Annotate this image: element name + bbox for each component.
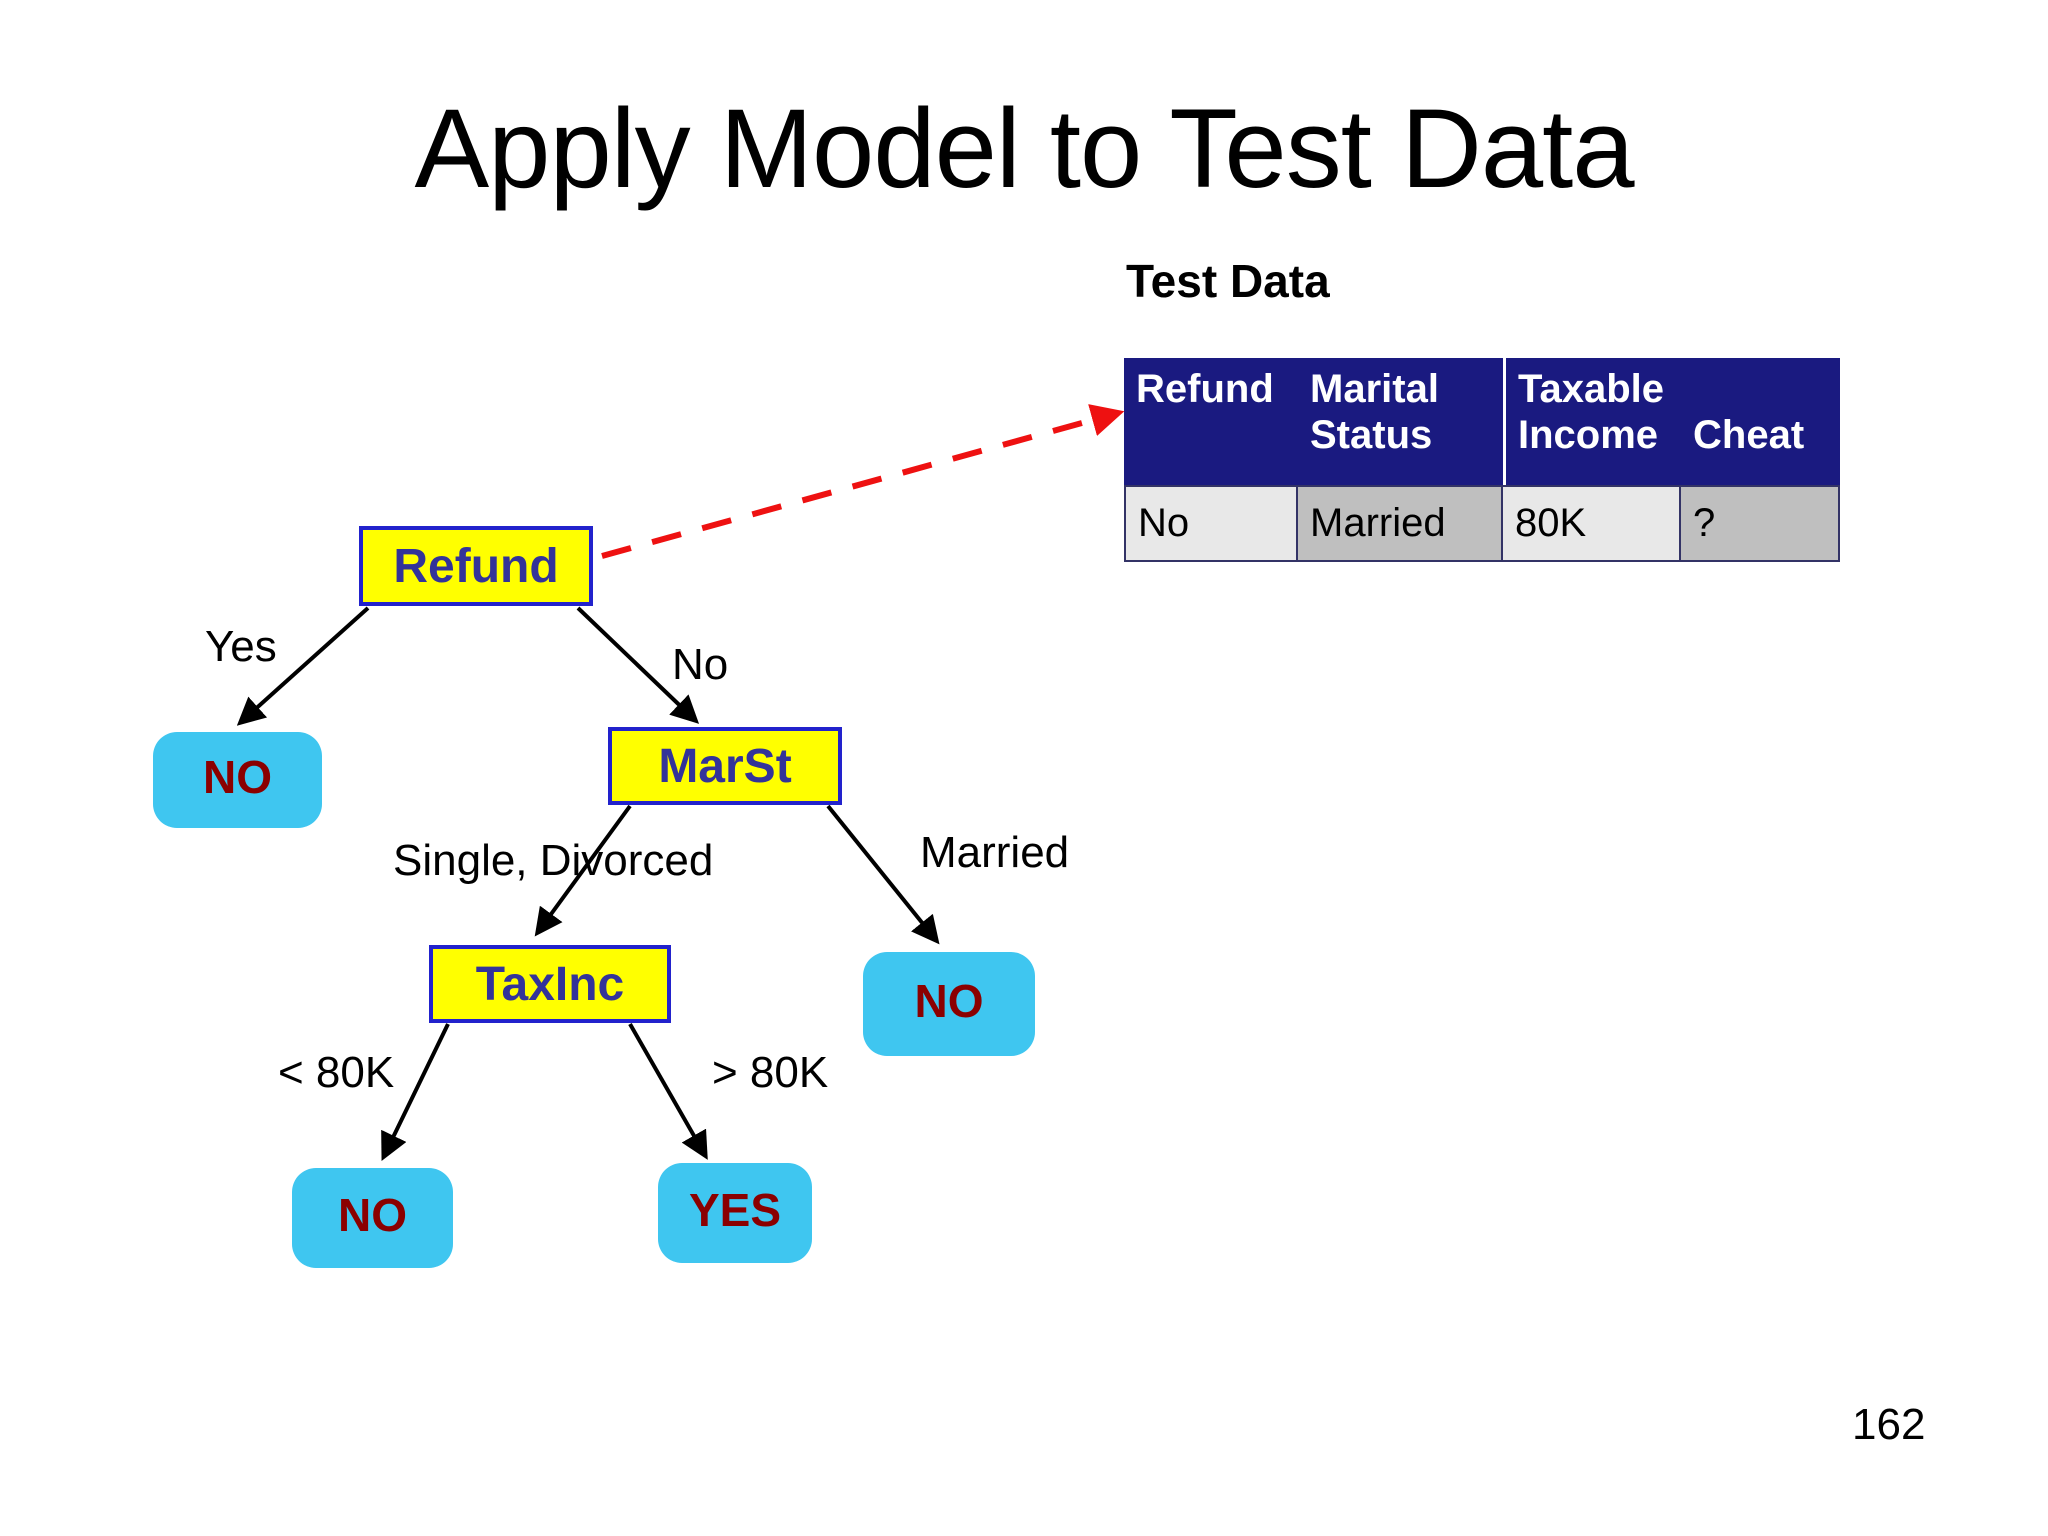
tree-leaf-yes-gt80k: YES	[658, 1163, 812, 1263]
edge-marst-single-divorced	[534, 804, 632, 937]
edge-label-yes: Yes	[205, 622, 277, 671]
edge-marst-married	[826, 804, 940, 945]
edge-label-lt80k: < 80K	[278, 1048, 395, 1097]
edge-label-married: Married	[920, 828, 1070, 877]
tree-node-taxinc: TaxInc	[429, 945, 671, 1023]
edge-label-no: No	[672, 640, 729, 689]
edge-refund-yes	[236, 606, 370, 726]
tree-leaf-no-refund-yes: NO	[153, 732, 322, 828]
table-cell-cheat: ?	[1681, 485, 1840, 562]
tree-node-refund: Refund	[359, 526, 593, 606]
column-header-marital-status: Marital Status	[1298, 358, 1503, 485]
edge-label-single-divorced: Single, Divorced	[393, 836, 714, 885]
edge-taxinc-lt80k	[381, 1023, 450, 1162]
column-header-cheat: Cheat	[1681, 358, 1840, 485]
test-data-table: Refund Marital Status Taxable Income Che…	[1124, 358, 1840, 562]
column-header-taxable-income: Taxable Income	[1503, 358, 1681, 485]
edge-refund-no	[576, 606, 700, 724]
table-cell-marital-status: Married	[1298, 485, 1503, 562]
table-cell-taxable-income: 80K	[1503, 485, 1681, 562]
tree-leaf-no-lt80k: NO	[292, 1168, 453, 1268]
edge-refund-to-table-arrow	[601, 404, 1125, 559]
page-title: Apply Model to Test Data	[414, 86, 1634, 211]
column-header-refund: Refund	[1124, 358, 1298, 485]
tree-leaf-no-married: NO	[863, 952, 1035, 1056]
page-number: 162	[1852, 1400, 1926, 1449]
test-data-heading: Test Data	[1126, 255, 1330, 307]
table-cell-refund: No	[1124, 485, 1298, 562]
edge-label-gt80k: > 80K	[712, 1048, 829, 1097]
tree-node-marst: MarSt	[608, 727, 842, 805]
edge-taxinc-gt80k	[628, 1023, 708, 1160]
